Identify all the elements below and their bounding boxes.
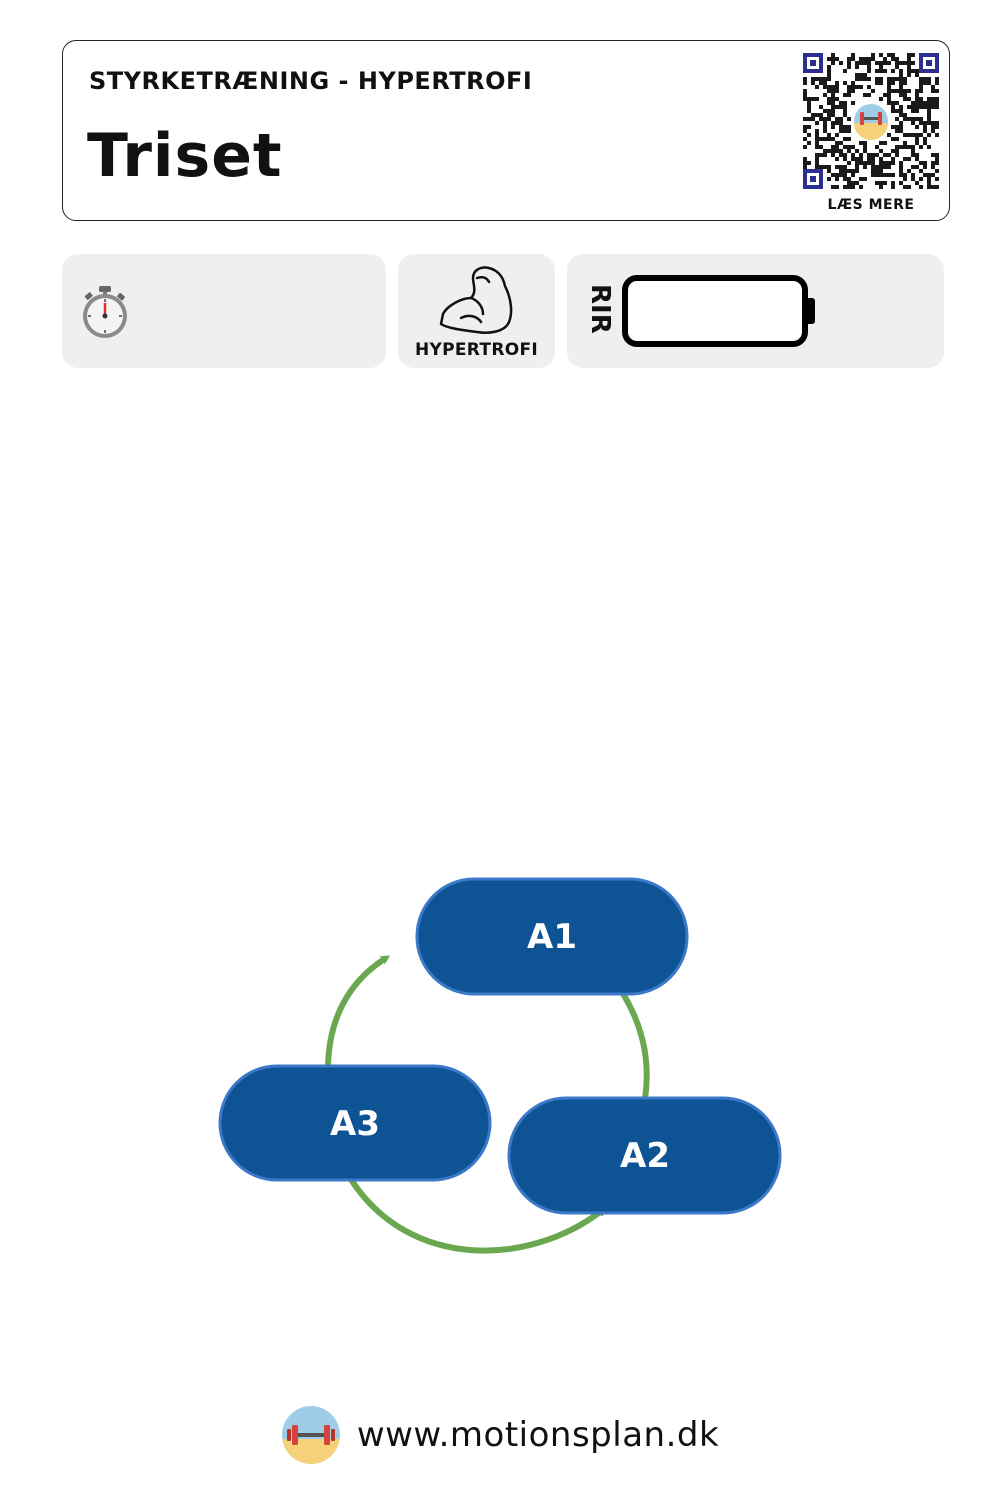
cycle-node-a2: A2 <box>507 1096 782 1215</box>
cycle-node-a3: A3 <box>218 1064 492 1182</box>
cycle-arrow <box>347 1176 602 1254</box>
website-link[interactable]: www.motionsplan.dk <box>356 1415 720 1455</box>
page-title: Triset <box>87 121 283 191</box>
category-label: STYRKETRÆNING - HYPERTROFI <box>89 67 533 95</box>
qr-logo-icon <box>851 101 891 141</box>
qr-code[interactable] <box>803 53 939 189</box>
read-more-link[interactable]: LÆS MERE <box>827 197 915 213</box>
cycle-node-a1-label: A1 <box>527 917 577 957</box>
timer-card <box>62 254 386 368</box>
cycle-node-a1: A1 <box>415 877 689 996</box>
focus-label: HYPERTROFI <box>414 340 538 360</box>
rir-label: RIR <box>585 284 615 334</box>
empty-battery-icon <box>622 275 815 347</box>
triset-cycle-diagram: A1 A2 A3 <box>218 877 782 1254</box>
cycle-node-a3-label: A3 <box>330 1104 380 1144</box>
stopwatch-icon <box>83 286 127 338</box>
cycle-arrow <box>325 955 391 1071</box>
cycle-node-a2-label: A2 <box>620 1136 670 1176</box>
rir-card: RIR <box>567 254 944 368</box>
footer: www.motionsplan.dk <box>0 1400 1000 1470</box>
header-card: STYRKETRÆNING - HYPERTROFI Triset <box>62 40 950 221</box>
qr-code-image <box>803 53 939 189</box>
focus-card: HYPERTROFI <box>398 254 555 368</box>
dumbbell-beach-logo <box>281 1406 340 1464</box>
flexed-biceps-icon <box>439 266 513 334</box>
